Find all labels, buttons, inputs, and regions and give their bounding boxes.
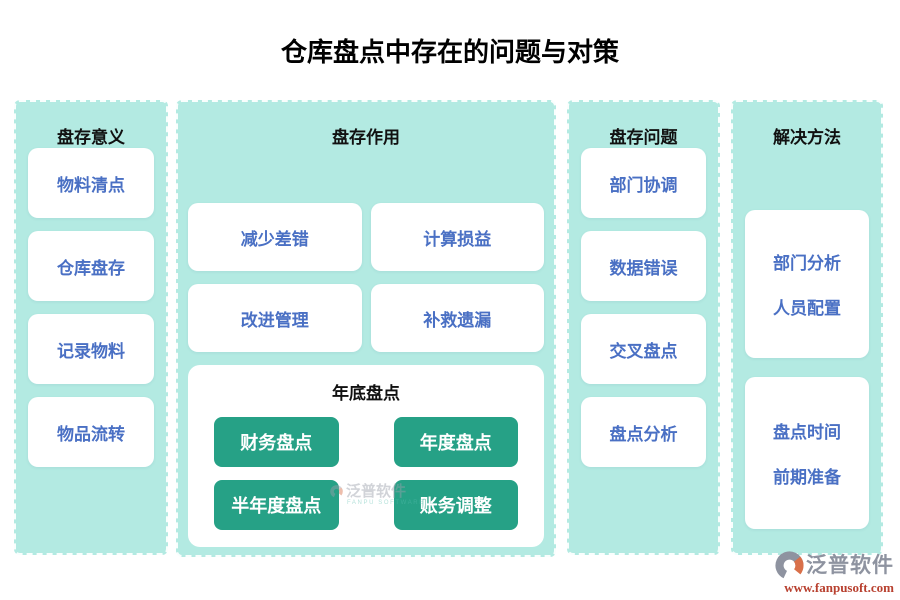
label-department-analysis: 部门分析	[773, 254, 841, 273]
subpanel-header: 年底盘点	[332, 384, 400, 403]
card-data-errors: 数据错误	[581, 231, 706, 301]
panel-inventory-function: 盘存作用 减少差错 计算损益 改进管理 补救遗漏 年底盘点 财务盘点 年度盘点 …	[176, 100, 556, 557]
card-department-coordination: 部门协调	[581, 148, 706, 218]
card-cross-checking: 交叉盘点	[581, 314, 706, 384]
card-record-materials: 记录物料	[28, 314, 154, 384]
fanpu-brand-icon	[775, 551, 804, 580]
card-material-counting: 物料清点	[28, 148, 154, 218]
panel-header-function: 盘存作用	[332, 128, 400, 147]
page-title: 仓库盘点中存在的问题与对策	[280, 37, 619, 67]
card-analysis-staffing: 部门分析 人员配置	[745, 210, 869, 358]
panel-inventory-meaning: 盘存意义 物料清点 仓库盘存 记录物料 物品流转	[14, 100, 168, 555]
brand-url: www.fanpusoft.com	[784, 580, 894, 595]
card-remedy-omissions: 补救遗漏	[370, 284, 544, 352]
card-goods-circulation: 物品流转	[28, 397, 154, 467]
card-warehouse-inventory: 仓库盘存	[28, 231, 154, 301]
card-time-preparation: 盘点时间 前期准备	[745, 377, 869, 529]
brand-watermark: 泛普软件 www.fanpusoft.com	[762, 551, 894, 596]
panel-header-solutions: 解决方法	[773, 128, 841, 147]
chip-annual-inventory: 年度盘点	[393, 417, 518, 467]
chip-account-adjustment: 账务调整	[393, 480, 518, 530]
panel-solutions: 解决方法 部门分析 人员配置 盘点时间 前期准备	[731, 100, 883, 555]
card-inventory-analysis: 盘点分析	[581, 397, 706, 467]
label-inventory-time: 盘点时间	[773, 423, 841, 442]
label-early-preparation: 前期准备	[773, 468, 841, 487]
chip-financial-inventory: 财务盘点	[214, 417, 339, 467]
card-improve-management: 改进管理	[188, 284, 362, 352]
chip-semiannual-inventory: 半年度盘点	[214, 480, 339, 530]
label-staff-allocation: 人员配置	[773, 299, 841, 318]
card-calculate-profit-loss: 计算损益	[370, 203, 544, 271]
card-reduce-errors: 减少差错	[188, 203, 362, 271]
brand-name: 泛普软件	[806, 554, 894, 577]
panel-inventory-problems: 盘存问题 部门协调 数据错误 交叉盘点 盘点分析	[567, 100, 720, 555]
panel-header-meaning: 盘存意义	[57, 128, 125, 147]
subpanel-year-end-inventory: 年底盘点 财务盘点 年度盘点 半年度盘点 账务调整	[188, 365, 544, 547]
panel-header-problems: 盘存问题	[609, 128, 678, 147]
